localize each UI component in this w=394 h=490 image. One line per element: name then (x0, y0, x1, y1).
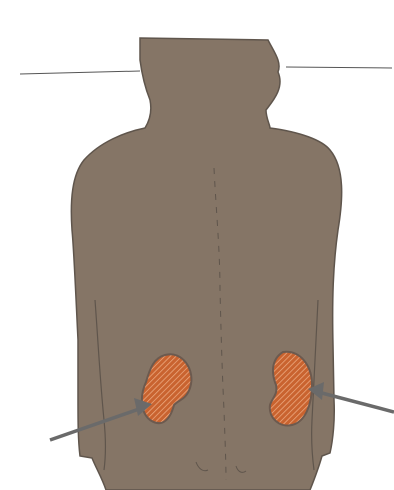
guide-line-right (286, 67, 392, 68)
body-silhouette (71, 38, 341, 490)
guide-line-left (20, 71, 140, 74)
right-kidney (270, 352, 312, 426)
